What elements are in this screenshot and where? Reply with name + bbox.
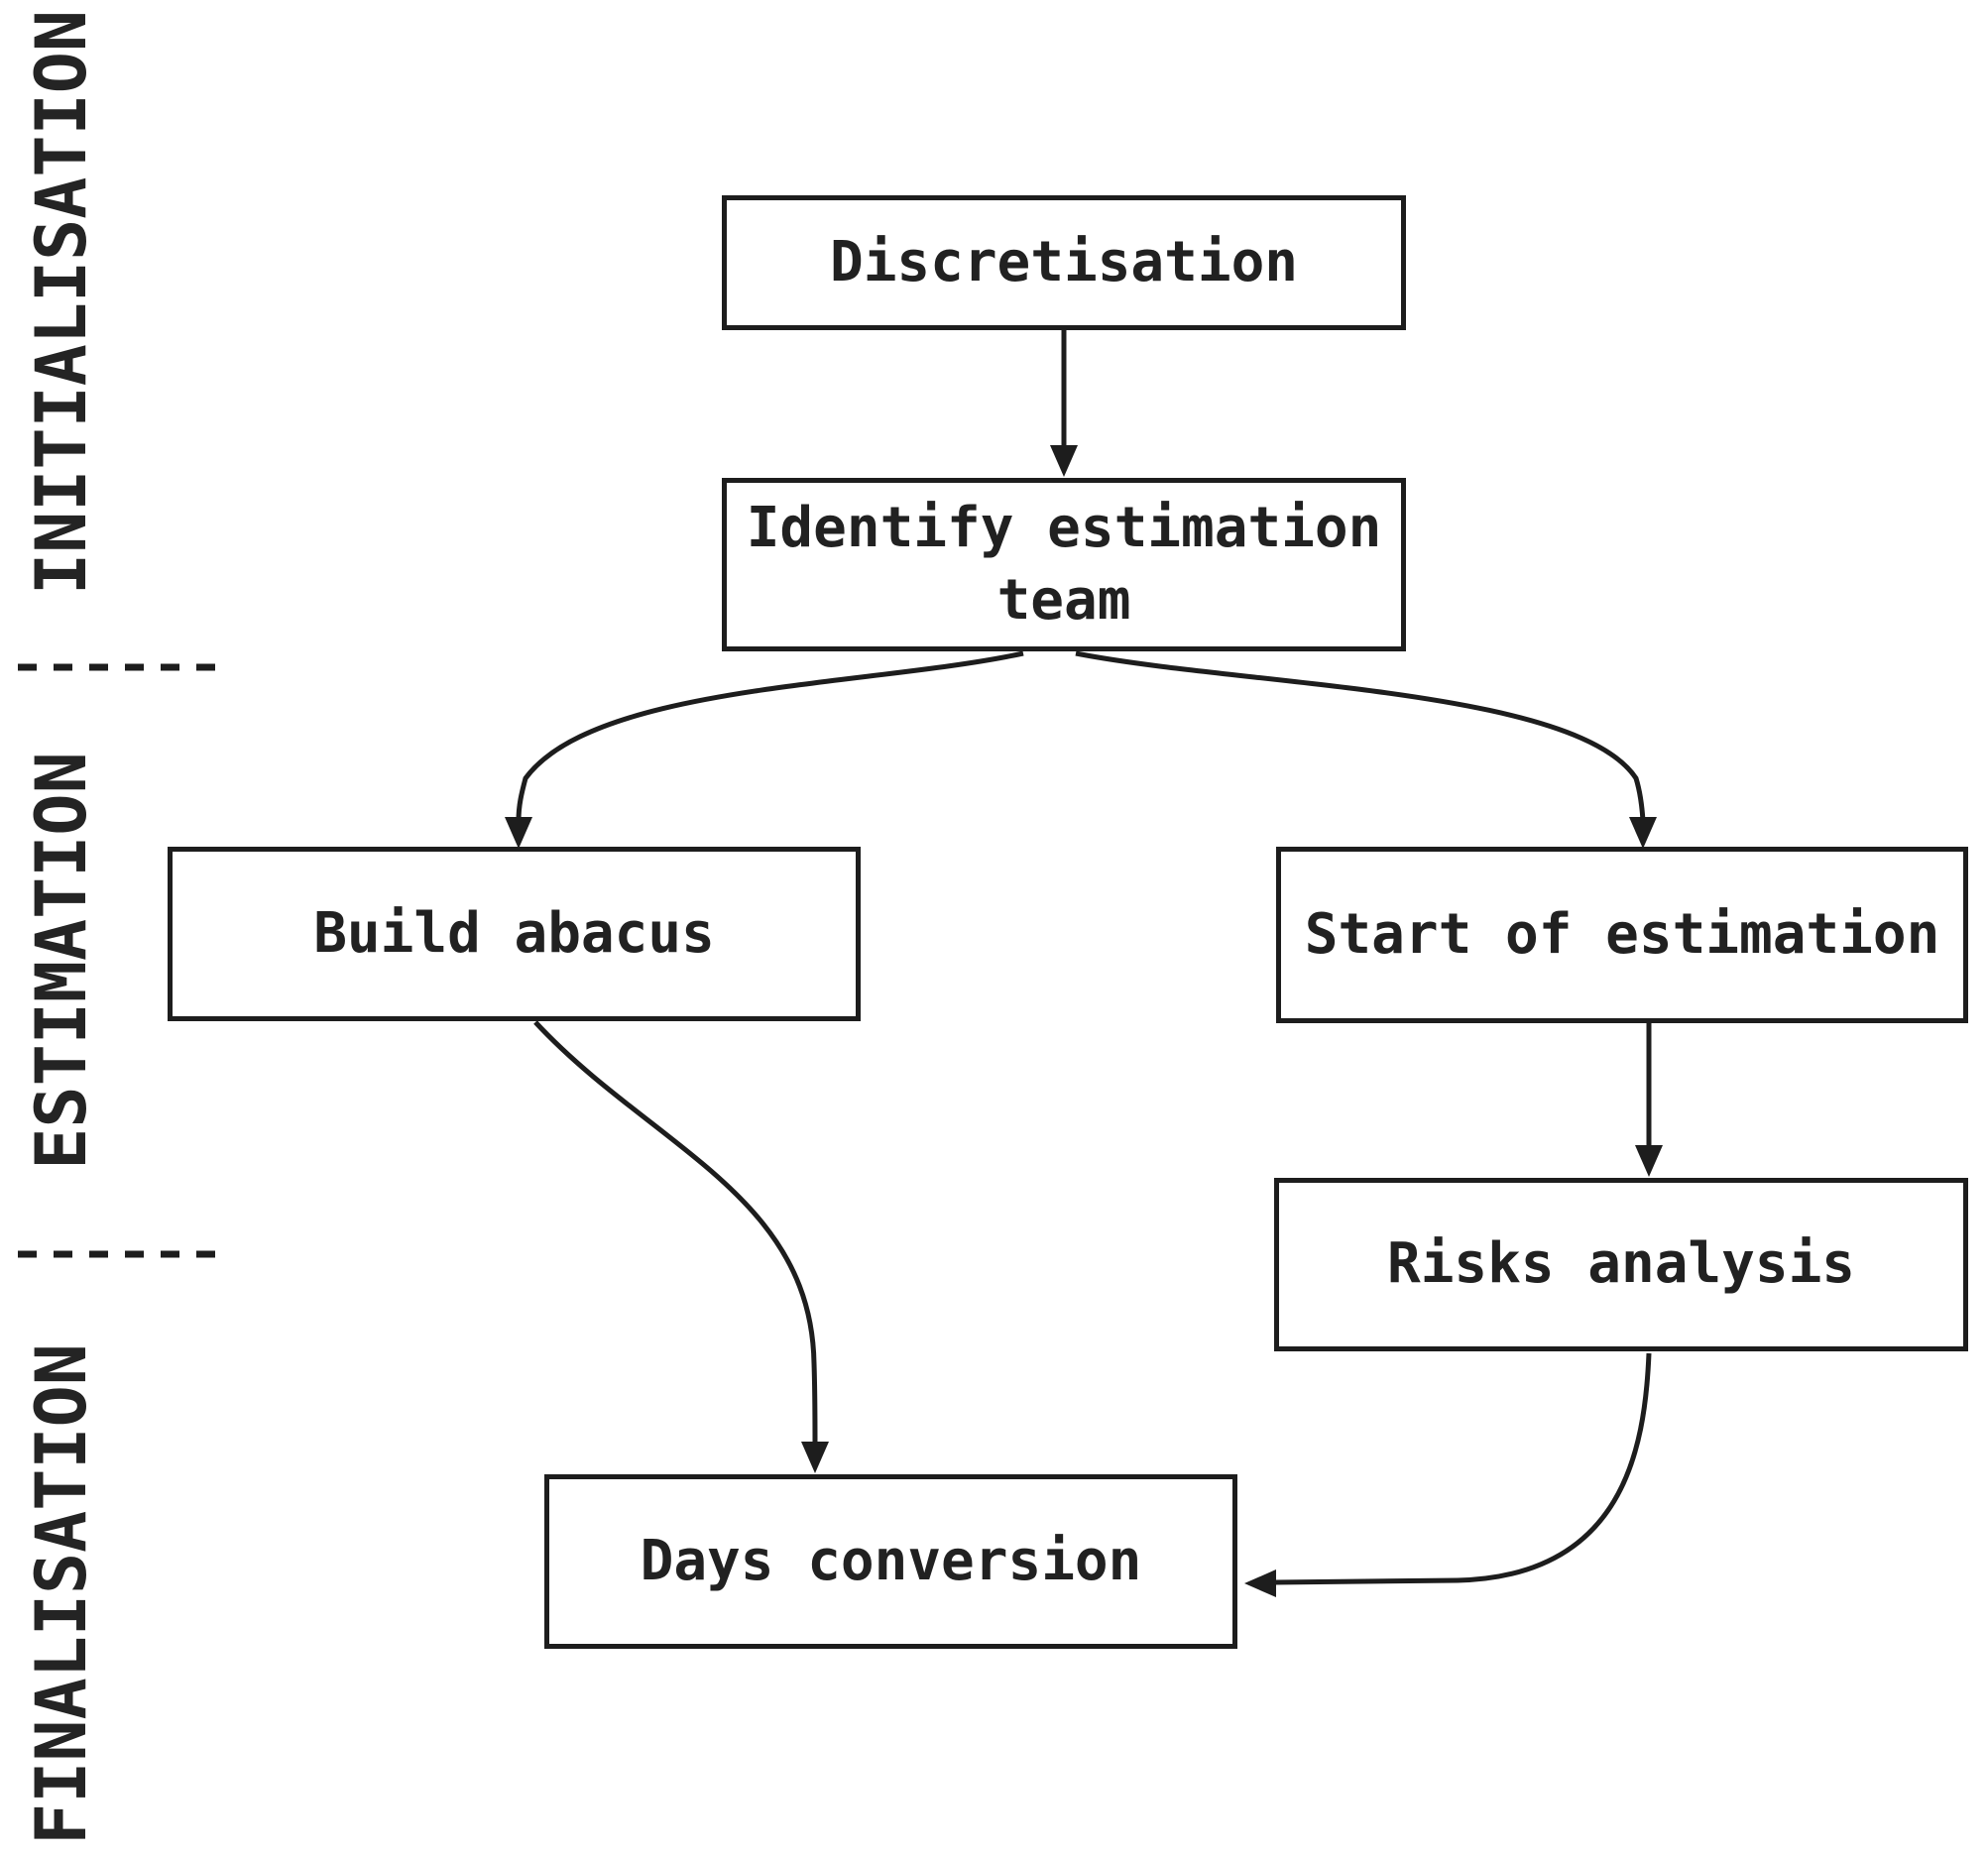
arrowhead-down-icon (801, 1442, 829, 1473)
node-identify-team-label: Identify estimation team (746, 495, 1382, 633)
arrowhead-down-icon (1629, 817, 1657, 849)
node-risks-analysis-label: Risks analysis (1386, 1231, 1855, 1297)
node-build-abacus: Build abacus (168, 847, 861, 1021)
arrowhead-down-icon (505, 817, 532, 849)
edge-identify-team-to-build-abacus (505, 650, 1024, 849)
arrowhead-left-icon (1244, 1569, 1276, 1597)
node-build-abacus-label: Build abacus (313, 900, 715, 966)
edge-risks-analysis-to-days-conversion (1244, 1352, 1652, 1597)
edge-identify-team-to-start-estimation (1075, 650, 1657, 849)
node-start-estimation-label: Start of estimation (1304, 901, 1940, 967)
arrowhead-down-icon (1635, 1145, 1663, 1177)
node-days-conversion: Days conversion (544, 1474, 1237, 1649)
node-risks-analysis: Risks analysis (1274, 1178, 1968, 1351)
edge-start-estimation-to-risks-analysis (1635, 1023, 1663, 1177)
node-days-conversion-label: Days conversion (640, 1528, 1142, 1593)
node-discretisation-label: Discretisation (829, 229, 1298, 294)
node-discretisation: Discretisation (722, 195, 1406, 330)
edge-build-abacus-to-days-conversion (533, 1020, 829, 1473)
edge-discretisation-to-identify-team (1050, 330, 1078, 477)
node-start-estimation: Start of estimation (1276, 847, 1968, 1023)
node-identify-team: Identify estimation team (722, 478, 1406, 651)
arrowhead-down-icon (1050, 445, 1078, 477)
